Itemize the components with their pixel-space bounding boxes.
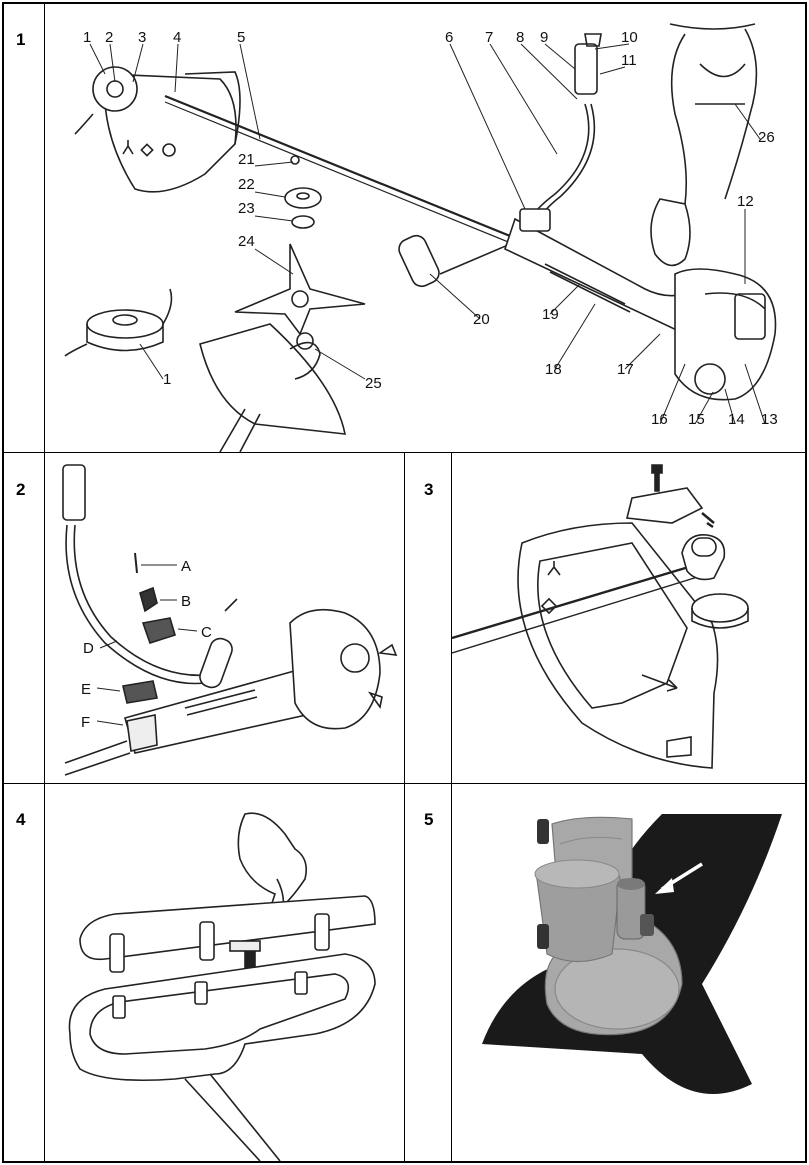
callout-14: 14 xyxy=(728,411,745,428)
panel3-guard-attachment xyxy=(452,464,749,769)
part-b-clip xyxy=(139,586,158,613)
callout-26: 26 xyxy=(758,129,775,146)
guard xyxy=(517,522,719,769)
callout-3: 3 xyxy=(138,29,146,46)
guard-bottom xyxy=(199,323,346,435)
label-f: F xyxy=(81,714,90,731)
callout-13: 13 xyxy=(761,411,778,428)
panel5-gear-head-photo xyxy=(452,784,805,1161)
panel2-handle-assembly: A B C D E F xyxy=(62,464,398,776)
panel1-exploded-diagram: 1 2 3 4 5 6 7 8 9 10 11 12 13 14 15 16 1… xyxy=(64,23,778,452)
callout-23: 23 xyxy=(238,200,255,217)
callout-17: 17 xyxy=(617,361,634,378)
callout-21: 21 xyxy=(238,151,255,168)
side-grip xyxy=(398,234,440,288)
trimmer-spool xyxy=(691,593,749,623)
callout-18: 18 xyxy=(545,361,562,378)
callout-1: 1 xyxy=(83,29,91,46)
callout-12: 12 xyxy=(737,193,754,210)
guard-outline xyxy=(103,73,237,193)
callout-11: 11 xyxy=(621,52,637,69)
part-c-clamp xyxy=(141,617,176,644)
border-left xyxy=(2,2,4,1163)
bracket xyxy=(626,487,704,524)
label-b: B xyxy=(181,593,191,610)
panel4-guard-extension xyxy=(68,812,376,1161)
part-a-screw xyxy=(134,552,138,574)
callout-6: 6 xyxy=(445,29,453,46)
column-divider-right xyxy=(451,452,452,1163)
panel-number-2: 2 xyxy=(16,480,26,499)
callout-16: 16 xyxy=(651,411,668,428)
callout-9: 9 xyxy=(540,29,548,46)
number-column-divider xyxy=(44,2,45,1163)
callout-10: 10 xyxy=(621,29,638,46)
shaft xyxy=(164,94,526,244)
callout-20: 20 xyxy=(473,311,490,328)
part-e-clamp xyxy=(122,680,158,704)
blade xyxy=(234,243,366,336)
screw-top xyxy=(651,464,663,492)
panel-number-3: 3 xyxy=(424,480,434,499)
harness xyxy=(670,33,687,205)
label-d: D xyxy=(83,640,94,657)
trimmer-head xyxy=(92,66,138,112)
part-washer-small xyxy=(290,155,300,165)
hand xyxy=(237,812,308,914)
callout-spool-1: 1 xyxy=(163,371,171,388)
handle-bar xyxy=(65,524,206,685)
label-e: E xyxy=(81,681,91,698)
callout-24: 24 xyxy=(238,233,255,250)
border-top xyxy=(2,2,807,4)
part-flange xyxy=(284,187,322,209)
callout-8: 8 xyxy=(516,29,524,46)
callout-22: 22 xyxy=(238,176,255,193)
label-a: A xyxy=(181,558,191,575)
callout-5: 5 xyxy=(237,29,245,46)
panel-number-1: 1 xyxy=(16,30,26,49)
part-washer xyxy=(291,215,315,229)
callout-2: 2 xyxy=(105,29,113,46)
label-c: C xyxy=(201,624,212,641)
side-grip xyxy=(199,637,233,689)
callout-7: 7 xyxy=(485,29,493,46)
callout-15: 15 xyxy=(688,411,705,428)
shaft xyxy=(452,561,703,640)
callout-19: 19 xyxy=(542,306,559,323)
callout-25: 25 xyxy=(365,375,382,392)
panel-number-4: 4 xyxy=(16,810,26,829)
extension-strip xyxy=(79,895,376,961)
border-right xyxy=(805,2,807,1163)
column-divider-left xyxy=(404,452,405,1163)
throttle-handle xyxy=(62,464,86,521)
callout-4: 4 xyxy=(173,29,181,46)
panel-number-5: 5 xyxy=(424,810,434,829)
gear-head xyxy=(289,341,321,380)
engine xyxy=(289,608,381,730)
throttle-grip xyxy=(574,43,598,95)
